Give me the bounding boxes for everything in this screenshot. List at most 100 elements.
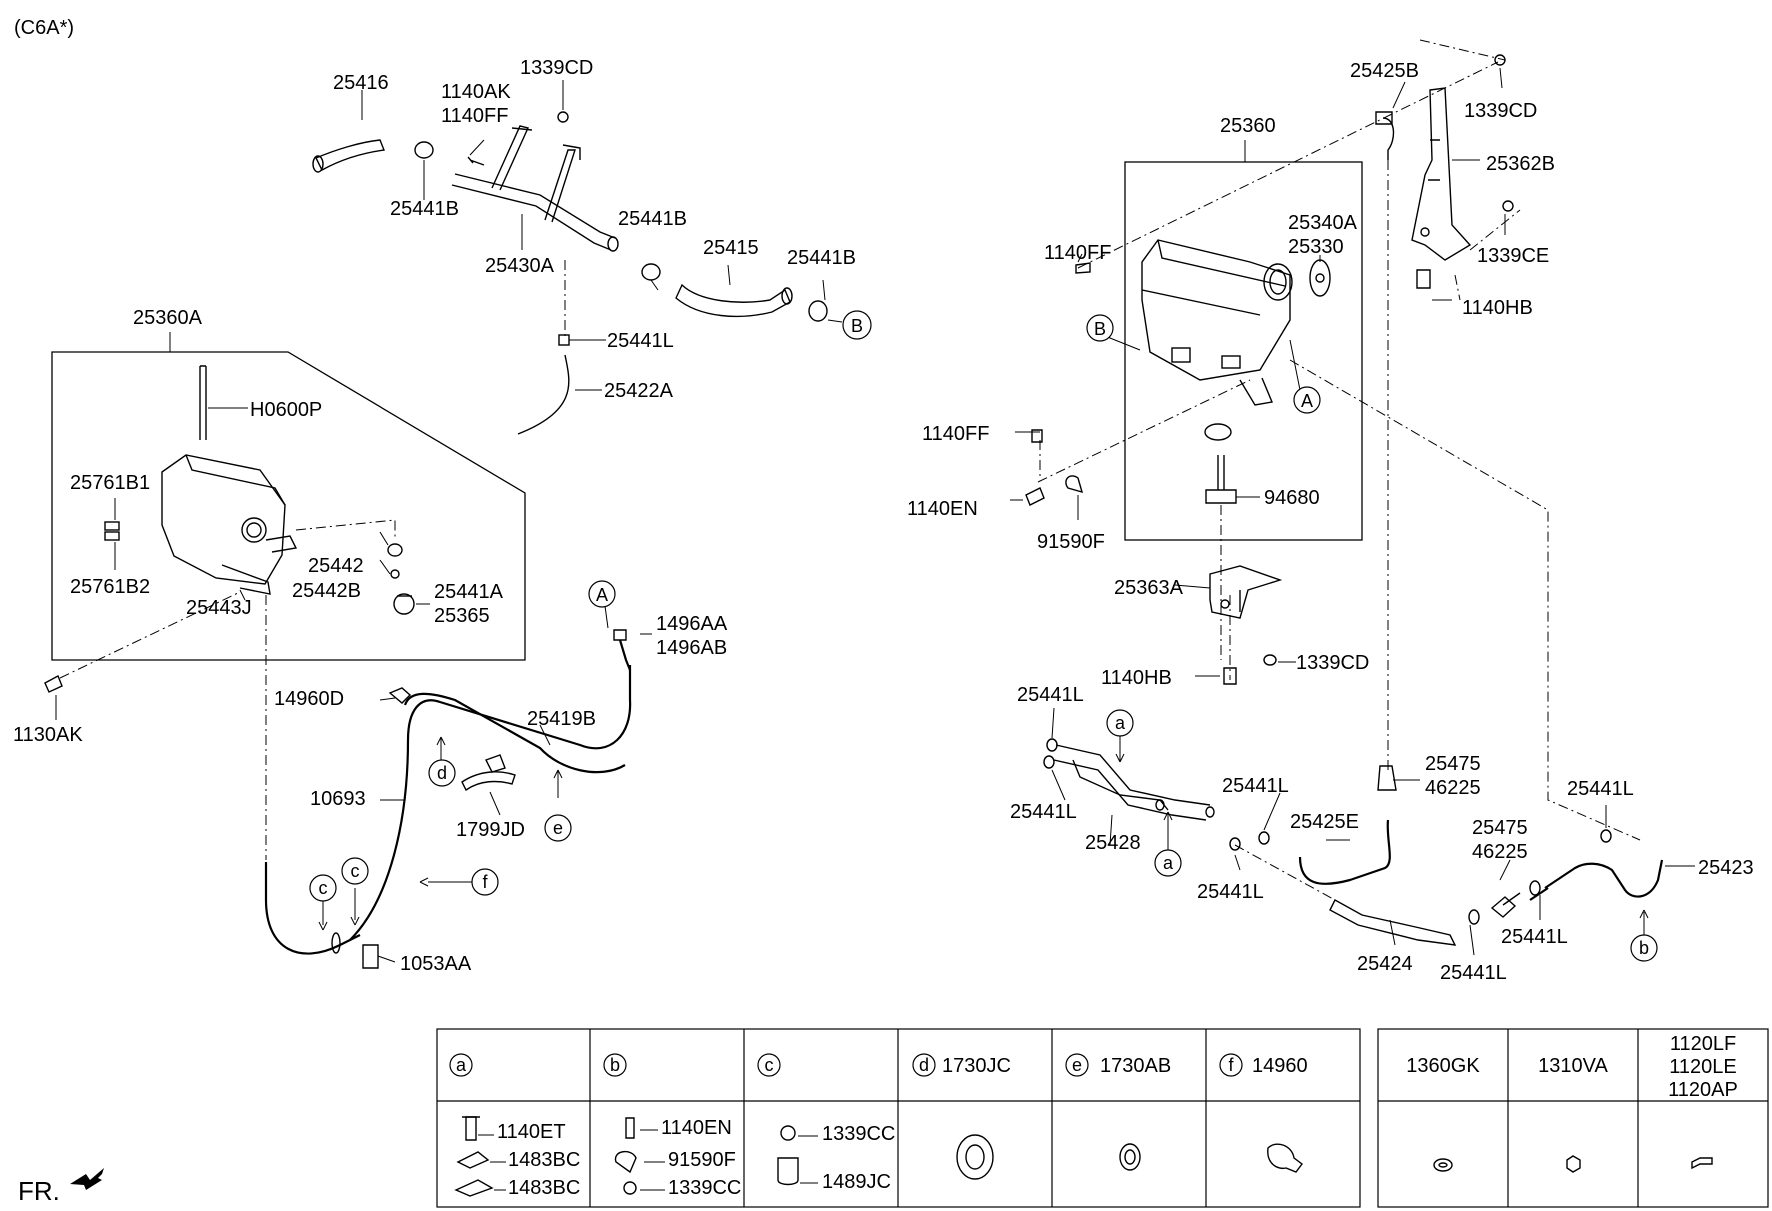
label-25475-1: 25475 <box>1425 753 1481 775</box>
label-25441L-r4: 25441L <box>1197 881 1264 903</box>
label-25423: 25423 <box>1698 857 1754 879</box>
label-1339CD-r1: 1339CD <box>1464 100 1537 122</box>
legend-key-d: d <box>919 1055 929 1075</box>
label-1496AA: 1496AA <box>656 613 728 635</box>
label-25430A: 25430A <box>485 255 555 277</box>
ref-circle-A-left <box>588 580 616 608</box>
ref-circle-e <box>544 814 572 842</box>
ref-B-right: B <box>1094 319 1106 339</box>
label-14960D: 14960D <box>274 688 344 710</box>
label-25441L-r6: 25441L <box>1567 778 1634 800</box>
label-10693: 10693 <box>310 788 366 810</box>
label-1140FF-r1: 1140FF <box>1044 242 1111 264</box>
legend-key-b: b <box>610 1055 620 1075</box>
ref-circle-c-1 <box>309 874 337 902</box>
ref-b: b <box>1639 938 1649 958</box>
label-1140HB-r1: 1140HB <box>1462 297 1533 319</box>
label-1053AA: 1053AA <box>400 953 472 975</box>
label-25441B-3: 25441B <box>787 247 856 269</box>
legend-b-part-1: 1140EN <box>661 1117 732 1139</box>
label-25761B2: 25761B2 <box>70 576 150 598</box>
label-25442B: 25442B <box>292 580 361 602</box>
label-25441L-r1: 25441L <box>1017 684 1084 706</box>
front-arrow-icon <box>70 1168 104 1190</box>
label-25441L-r2: 25441L <box>1010 801 1077 823</box>
ref-c-1: c <box>319 878 328 898</box>
label-25441L-r3: 25441L <box>1222 775 1289 797</box>
legend-key-e: e <box>1072 1055 1082 1075</box>
label-25425E: 25425E <box>1290 811 1359 833</box>
legend-code-d: 1730JC <box>942 1055 1011 1077</box>
label-1130AK: 1130AK <box>13 724 83 746</box>
hose-25425B <box>1382 117 1395 160</box>
bracket-25362B <box>1411 87 1472 261</box>
ref-circle-b <box>1630 934 1658 962</box>
ref-circle-A-right <box>1293 386 1321 414</box>
label-25362B: 25362B <box>1486 153 1555 175</box>
label-1140FF-r2: 1140FF <box>922 423 989 445</box>
extra-code-1360GK: 1360GK <box>1406 1055 1480 1077</box>
label-1140AK: 1140AK <box>441 81 511 103</box>
label-1339CE: 1339CE <box>1477 245 1549 267</box>
label-25340A: 25340A <box>1288 212 1358 234</box>
label-25365: 25365 <box>434 605 490 627</box>
ref-circle-f <box>471 868 499 896</box>
label-25363A: 25363A <box>1114 577 1184 599</box>
ref-circle-B-top <box>842 310 872 340</box>
reservoir-25360 <box>1065 239 1331 504</box>
extra-code-1120LF: 1120LF <box>1670 1033 1736 1055</box>
label-25443J: 25443J <box>186 597 252 619</box>
legend-b-part-3: 1339CC <box>668 1177 741 1199</box>
label-25425B: 25425B <box>1350 60 1419 82</box>
ref-circle-c-2 <box>341 857 369 885</box>
label-1140FF-top: 1140FF <box>441 105 508 127</box>
label-25428: 25428 <box>1085 832 1141 854</box>
label-25360A: 25360A <box>133 307 203 329</box>
legend-a-part-1: 1140ET <box>497 1121 566 1143</box>
label-91590F: 91590F <box>1037 531 1105 553</box>
ref-a-1: a <box>1115 713 1126 733</box>
label-H0600P: H0600P <box>250 399 322 421</box>
label-25441L-r7: 25441L <box>1501 926 1568 948</box>
legend-b-part-2: 91590F <box>668 1149 736 1171</box>
label-1339CD-top: 1339CD <box>520 57 593 79</box>
ref-d: d <box>437 763 447 783</box>
label-25442: 25442 <box>308 555 364 577</box>
label-25330: 25330 <box>1288 236 1344 258</box>
extra-code-1120LE: 1120LE <box>1669 1056 1736 1078</box>
reservoir-box-25360A <box>51 351 526 661</box>
ref-circle-a-1 <box>1106 709 1134 737</box>
label-25416: 25416 <box>333 72 389 94</box>
reservoir-box-25360 <box>1124 161 1363 541</box>
ref-B-top: B <box>851 316 863 336</box>
label-25475-2: 25475 <box>1472 817 1528 839</box>
label-1140HB-r2: 1140HB <box>1101 667 1172 689</box>
extra-table: 1360GK 1310VA 1120LF 1120LE 1120AP <box>1377 1028 1769 1208</box>
label-25422A: 25422A <box>604 380 674 402</box>
ref-circle-B-right <box>1086 314 1114 342</box>
ref-f: f <box>482 872 488 892</box>
legend-code-f: 14960 <box>1252 1055 1308 1077</box>
extra-code-1310VA: 1310VA <box>1538 1055 1608 1077</box>
label-25441B-1: 25441B <box>390 198 459 220</box>
label-1799JD: 1799JD <box>456 819 525 841</box>
legend-key-c: c <box>765 1055 774 1075</box>
label-94680: 94680 <box>1264 487 1320 509</box>
legend-a-part-3: 1483BC <box>508 1177 580 1199</box>
label-25441L-top: 25441L <box>607 330 674 352</box>
label-25441L-r5: 25441L <box>1440 962 1507 984</box>
label-25360: 25360 <box>1220 115 1276 137</box>
label-1339CD-r2: 1339CD <box>1296 652 1369 674</box>
ref-A-right: A <box>1301 391 1313 411</box>
ref-circle-d <box>428 759 456 787</box>
label-25441B-2: 25441B <box>618 208 687 230</box>
model-code: (C6A*) <box>14 17 74 39</box>
label-25424: 25424 <box>1357 953 1413 975</box>
hose-assembly-bottom-right <box>1043 738 1664 946</box>
ref-A-left: A <box>596 585 608 605</box>
label-46225-2: 46225 <box>1472 841 1528 863</box>
label-25419B: 25419B <box>527 708 596 730</box>
pipe-assembly-25430A <box>312 111 828 435</box>
label-25415: 25415 <box>703 237 759 259</box>
hose-assembly-10693 <box>264 629 632 969</box>
